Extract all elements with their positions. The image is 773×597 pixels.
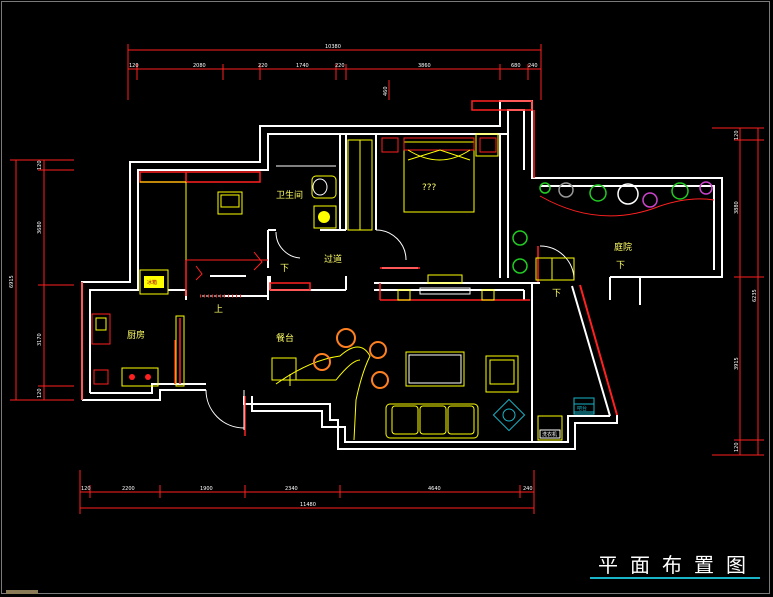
dim-top-2: 220 [258,63,268,69]
dim-bottom-5: 240 [523,486,533,492]
drawing-title: 平面布置图 [598,553,758,577]
dim-right-total: 6235 [752,289,758,302]
dim-left-3: 120 [37,388,43,398]
dim-right-2: 3915 [734,357,740,370]
dim-bottom-0: 120 [81,486,91,492]
room-labels: 卫生间 ??? 过道 庭院 厨房 餐台 上 下 下 下 [127,183,632,344]
dimension-lines [10,44,764,514]
fixture-tags: 冰箱 洗衣机 吧台 [144,276,595,439]
walls [81,100,723,450]
dim-right-0: 120 [734,130,740,140]
dim-top-total: 10380 [325,44,341,50]
dim-left-1: 3680 [37,221,43,234]
dim-top-7: 240 [528,63,538,69]
red-wall-edges [81,100,539,436]
dim-bottom-2: 1900 [200,486,213,492]
dim-top-side: 460 [383,86,389,96]
dining-stools [313,328,389,389]
stair-label-down-a: 下 [280,264,289,274]
dim-top-5: 3860 [418,63,431,69]
fridge-tag: 冰箱 [147,279,157,286]
room-label-bedroom: ??? [422,183,437,193]
dim-top-4: 220 [335,63,345,69]
stair-label-down-b: 下 [616,261,625,271]
dim-bottom-4: 4640 [428,486,441,492]
title-underline [590,577,760,579]
bar-tag: 吧台 [577,405,587,412]
dim-bottom-3: 2340 [285,486,298,492]
dim-left-total: 6915 [9,275,15,288]
dim-top-3: 1740 [296,63,309,69]
room-label-kitchen: 厨房 [127,329,145,341]
dim-bottom-total: 11480 [300,502,316,508]
dim-right-3: 120 [734,442,740,452]
dim-left-0: 120 [37,160,43,170]
room-label-courtyard: 庭院 [614,241,632,253]
furniture [91,133,715,441]
dim-top-6: 680 [511,63,521,69]
dim-bottom-1: 2200 [122,486,135,492]
scrollbar-thumb[interactable] [6,590,38,594]
stair-label-down-c: 下 [552,289,561,299]
room-label-bar: 餐台 [276,332,294,344]
door-swings [195,229,575,430]
dim-left-2: 3170 [37,333,43,346]
dimension-texts: 10380 120 2080 220 1740 220 3860 680 240… [9,44,758,508]
dim-top-1: 2080 [193,63,206,69]
courtyard-plants [512,181,713,274]
room-label-corridor: 过道 [324,253,342,265]
dim-top-0: 120 [129,63,139,69]
dim-right-1: 3880 [734,201,740,214]
room-label-bathroom: 卫生间 [276,189,303,201]
stair-label-up: 上 [214,304,223,315]
washer-tag: 洗衣机 [542,431,557,438]
